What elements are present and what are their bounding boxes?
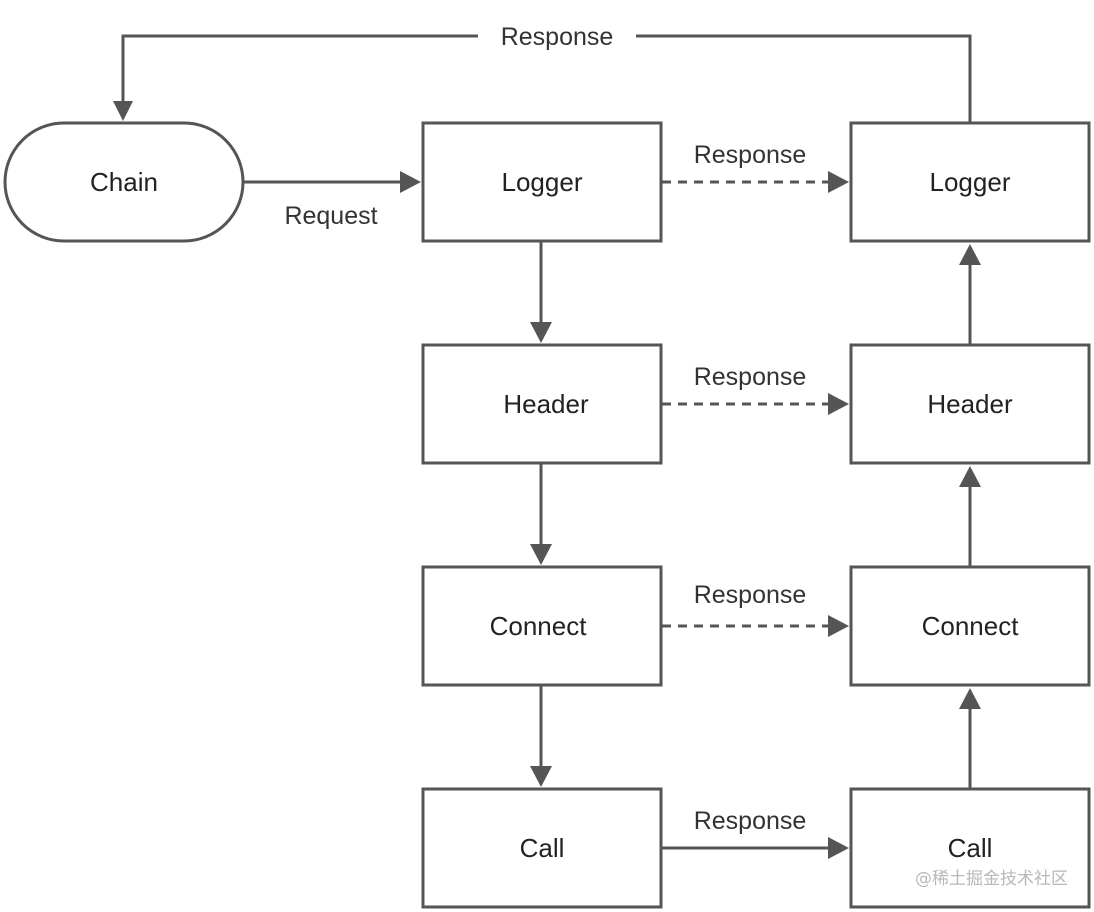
node-call-request: Call	[421, 787, 663, 909]
edge-header-to-logger-res-arrowhead	[959, 244, 981, 265]
edge-header-to-logger-res	[959, 244, 981, 344]
node-header-response-box	[849, 343, 1091, 465]
edge-logger-response-label: Response	[694, 141, 807, 169]
node-header-request-box	[421, 343, 663, 465]
edge-call-response: Response	[662, 807, 849, 859]
edge-logger-response-arrowhead	[828, 171, 849, 193]
edge-request-arrowhead	[400, 171, 421, 193]
node-header-response: Header	[849, 343, 1091, 465]
edge-call-to-connect-res-arrowhead	[959, 688, 981, 709]
watermark: @稀土掘金技术社区	[915, 869, 1068, 889]
node-header-request-label: Header	[503, 389, 589, 419]
node-header-response-label: Header	[927, 389, 1013, 419]
edge-top-response: Response	[113, 18, 972, 122]
edge-request-label: Request	[284, 202, 377, 230]
edge-connect-to-header-res-arrowhead	[959, 466, 981, 487]
node-logger-response-box	[849, 121, 1091, 243]
node-connect-response-label: Connect	[922, 611, 1020, 641]
node-chain-shape	[3, 121, 245, 243]
edge-logger-response: Response	[662, 141, 849, 193]
node-connect-request-box	[421, 565, 663, 687]
node-call-request-box	[421, 787, 663, 909]
node-chain: Chain	[3, 121, 245, 243]
edge-header-to-connect	[530, 464, 552, 565]
edge-connect-to-call	[530, 686, 552, 787]
node-call-response-label: Call	[948, 833, 993, 863]
edge-call-response-arrowhead	[828, 837, 849, 859]
edge-top-response-label: Response	[501, 23, 614, 51]
edge-header-response-label: Response	[694, 363, 807, 391]
node-header-request: Header	[421, 343, 663, 465]
edge-connect-to-header-res	[959, 466, 981, 566]
edge-logger-to-header-arrowhead	[530, 322, 552, 343]
edge-header-response: Response	[662, 363, 849, 415]
edge-top-response-arrowhead	[113, 101, 133, 121]
node-logger-request-box	[421, 121, 663, 243]
edge-connect-response-label: Response	[694, 581, 807, 609]
edge-connect-response: Response	[662, 581, 849, 637]
node-call-response-box	[849, 787, 1091, 909]
node-call-response: Call	[849, 787, 1091, 909]
edge-call-response-label: Response	[694, 807, 807, 835]
node-call-request-label: Call	[520, 833, 565, 863]
node-connect-request: Connect	[421, 565, 663, 687]
node-logger-request: Logger	[421, 121, 663, 243]
node-logger-response-label: Logger	[930, 167, 1011, 197]
edge-header-response-arrowhead	[828, 393, 849, 415]
node-logger-request-label: Logger	[502, 167, 583, 197]
edge-logger-to-header	[530, 242, 552, 343]
edge-top-response-label-bg	[478, 18, 636, 54]
node-connect-response-box	[849, 565, 1091, 687]
node-logger-response: Logger	[849, 121, 1091, 243]
edge-header-to-connect-arrowhead	[530, 544, 552, 565]
edge-request: Request	[243, 171, 421, 230]
node-chain-label: Chain	[90, 167, 158, 197]
node-connect-request-label: Connect	[490, 611, 588, 641]
edge-connect-to-call-arrowhead	[530, 766, 552, 787]
edge-call-to-connect-res	[959, 688, 981, 788]
node-connect-response: Connect	[849, 565, 1091, 687]
edge-connect-response-arrowhead	[828, 615, 849, 637]
